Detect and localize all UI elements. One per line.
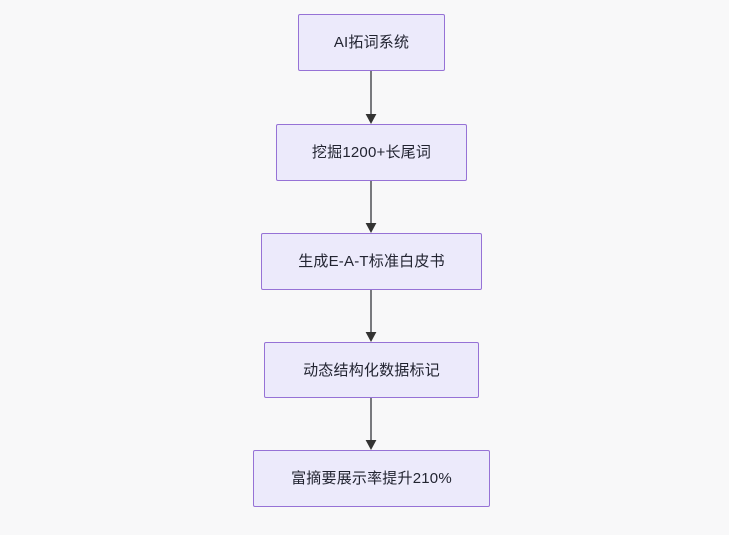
connector-node3-node4 [359, 290, 383, 342]
connector-node2-node3 [359, 181, 383, 233]
flow-node-label: 挖掘1200+长尾词 [311, 144, 432, 161]
flow-node-mine-longtail-keywords[interactable]: 挖掘1200+长尾词 [276, 124, 467, 181]
flow-node-generate-eat-whitepaper[interactable]: 生成E-A-T标准白皮书 [261, 233, 482, 290]
arrow-down-icon [365, 181, 377, 233]
flow-node-ai-keyword-system[interactable]: AI拓词系统 [298, 14, 445, 71]
arrow-down-icon [365, 398, 377, 450]
arrow-down-icon [365, 290, 377, 342]
flow-node-label: 富摘要展示率提升210% [291, 470, 452, 487]
flow-node-dynamic-structured-data-markup[interactable]: 动态结构化数据标记 [264, 342, 479, 398]
connector-node1-node2 [359, 71, 383, 124]
flow-node-rich-snippet-impression-lift[interactable]: 富摘要展示率提升210% [253, 450, 490, 507]
flow-node-label: 动态结构化数据标记 [303, 361, 440, 379]
flow-node-label: 生成E-A-T标准白皮书 [298, 253, 445, 270]
flow-node-label: AI拓词系统 [333, 34, 410, 51]
arrow-down-icon [365, 71, 377, 124]
connector-node4-node5 [359, 398, 383, 450]
